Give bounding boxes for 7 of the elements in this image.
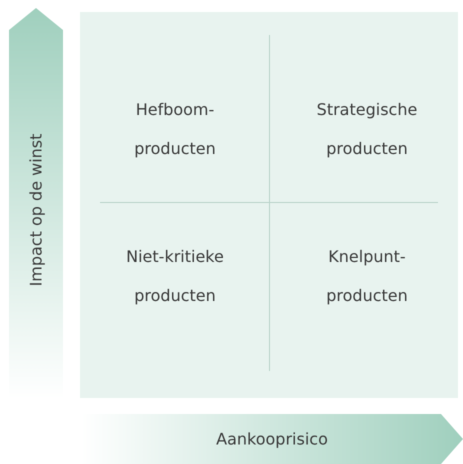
quadrant-label: Hefboom- producten — [100, 90, 250, 168]
quadrant-label: Niet-kritieke producten — [100, 237, 250, 315]
matrix-panel — [80, 12, 458, 398]
axis-label: Aankooprisico — [216, 430, 328, 448]
quadrant-label: Knelpunt- producten — [292, 237, 442, 315]
quadrant-label: Strategische producten — [292, 90, 442, 168]
axis-label: Impact op de winst — [26, 134, 46, 286]
